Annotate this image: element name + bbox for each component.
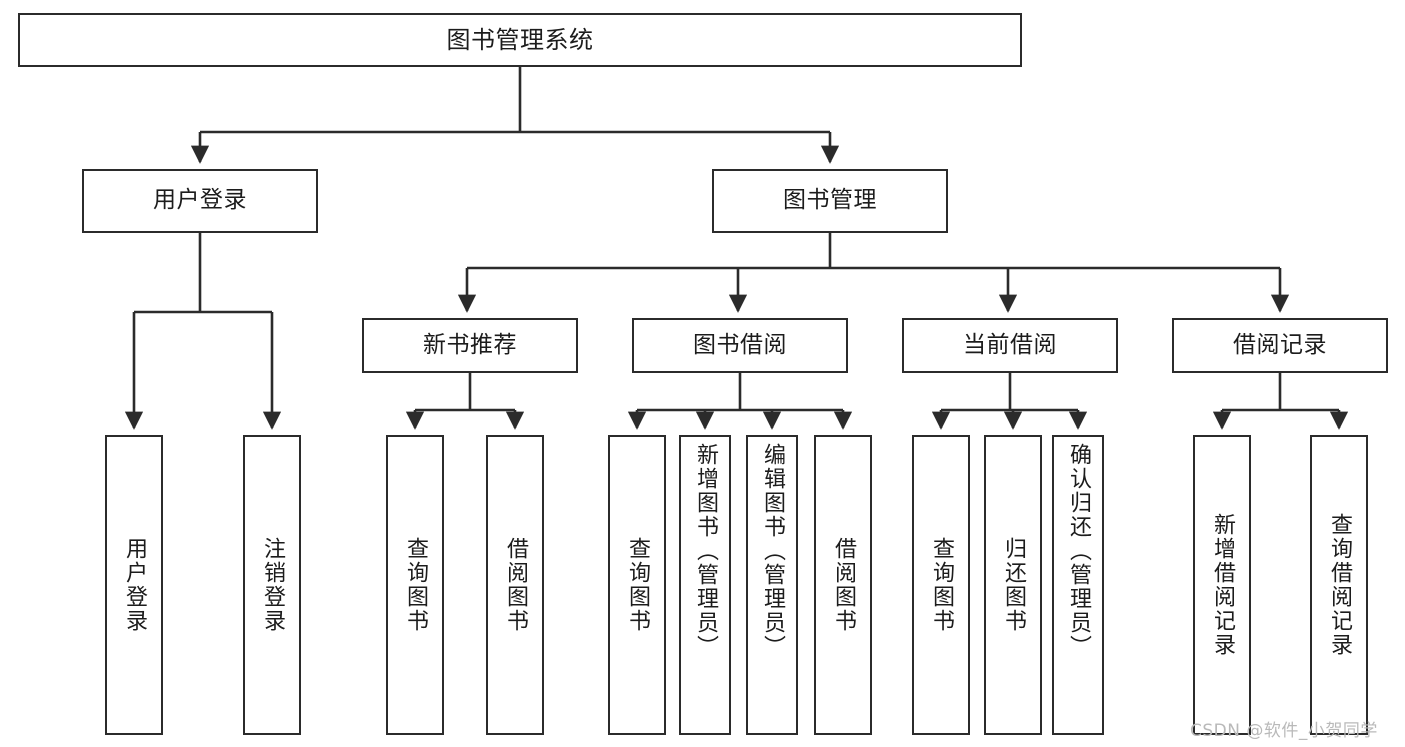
node-leaf-return-book[interactable]: 归还图书 <box>984 435 1042 735</box>
node-borrow-record-label: 借阅记录 <box>1233 331 1327 358</box>
node-book-manage-label: 图书管理 <box>783 187 877 214</box>
node-leaf-borrow-book[interactable]: 借阅图书 <box>814 435 872 735</box>
node-leaf-add-borrow-record[interactable]: 新增借阅记录 <box>1193 435 1251 735</box>
node-leaf-confirm-return-admin-label: 确认归还（管理员） <box>1066 443 1091 659</box>
node-leaf-edit-book-admin-label: 编辑图书（管理员） <box>760 443 785 659</box>
node-leaf-borrow-book-new[interactable]: 借阅图书 <box>486 435 544 735</box>
node-leaf-query-book-new-label: 查询图书 <box>403 537 428 633</box>
node-user-login[interactable]: 用户登录 <box>82 169 318 233</box>
node-current-borrow-label: 当前借阅 <box>963 331 1057 358</box>
node-leaf-add-borrow-record-label: 新增借阅记录 <box>1210 513 1235 657</box>
node-leaf-user-login-label: 用户登录 <box>122 537 147 633</box>
node-new-book-recommend-label: 新书推荐 <box>423 331 517 358</box>
node-leaf-query-borrow-record[interactable]: 查询借阅记录 <box>1310 435 1368 735</box>
node-leaf-query-book-borrow[interactable]: 查询图书 <box>608 435 666 735</box>
node-book-borrow[interactable]: 图书借阅 <box>632 318 848 373</box>
node-leaf-query-book-new[interactable]: 查询图书 <box>386 435 444 735</box>
node-user-login-label: 用户登录 <box>153 187 247 214</box>
node-leaf-user-login[interactable]: 用户登录 <box>105 435 163 735</box>
node-current-borrow[interactable]: 当前借阅 <box>902 318 1118 373</box>
node-root[interactable]: 图书管理系统 <box>18 13 1022 67</box>
node-book-manage[interactable]: 图书管理 <box>712 169 948 233</box>
node-leaf-edit-book-admin[interactable]: 编辑图书（管理员） <box>746 435 798 735</box>
node-leaf-query-book-current[interactable]: 查询图书 <box>912 435 970 735</box>
node-leaf-add-book-admin[interactable]: 新增图书（管理员） <box>679 435 731 735</box>
node-leaf-confirm-return-admin[interactable]: 确认归还（管理员） <box>1052 435 1104 735</box>
node-borrow-record[interactable]: 借阅记录 <box>1172 318 1388 373</box>
node-leaf-query-borrow-record-label: 查询借阅记录 <box>1327 513 1352 657</box>
node-leaf-add-book-admin-label: 新增图书（管理员） <box>693 443 718 659</box>
node-leaf-query-book-borrow-label: 查询图书 <box>625 537 650 633</box>
node-leaf-query-book-current-label: 查询图书 <box>929 537 954 633</box>
node-leaf-borrow-book-label: 借阅图书 <box>831 537 856 633</box>
node-new-book-recommend[interactable]: 新书推荐 <box>362 318 578 373</box>
csdn-watermark: CSDN @软件_小贺同学 <box>1190 721 1378 741</box>
node-leaf-user-logout[interactable]: 注销登录 <box>243 435 301 735</box>
node-leaf-borrow-book-new-label: 借阅图书 <box>503 537 528 633</box>
node-leaf-return-book-label: 归还图书 <box>1001 537 1026 633</box>
node-leaf-user-logout-label: 注销登录 <box>260 537 285 633</box>
node-book-borrow-label: 图书借阅 <box>693 331 787 358</box>
node-root-label: 图书管理系统 <box>446 25 594 54</box>
